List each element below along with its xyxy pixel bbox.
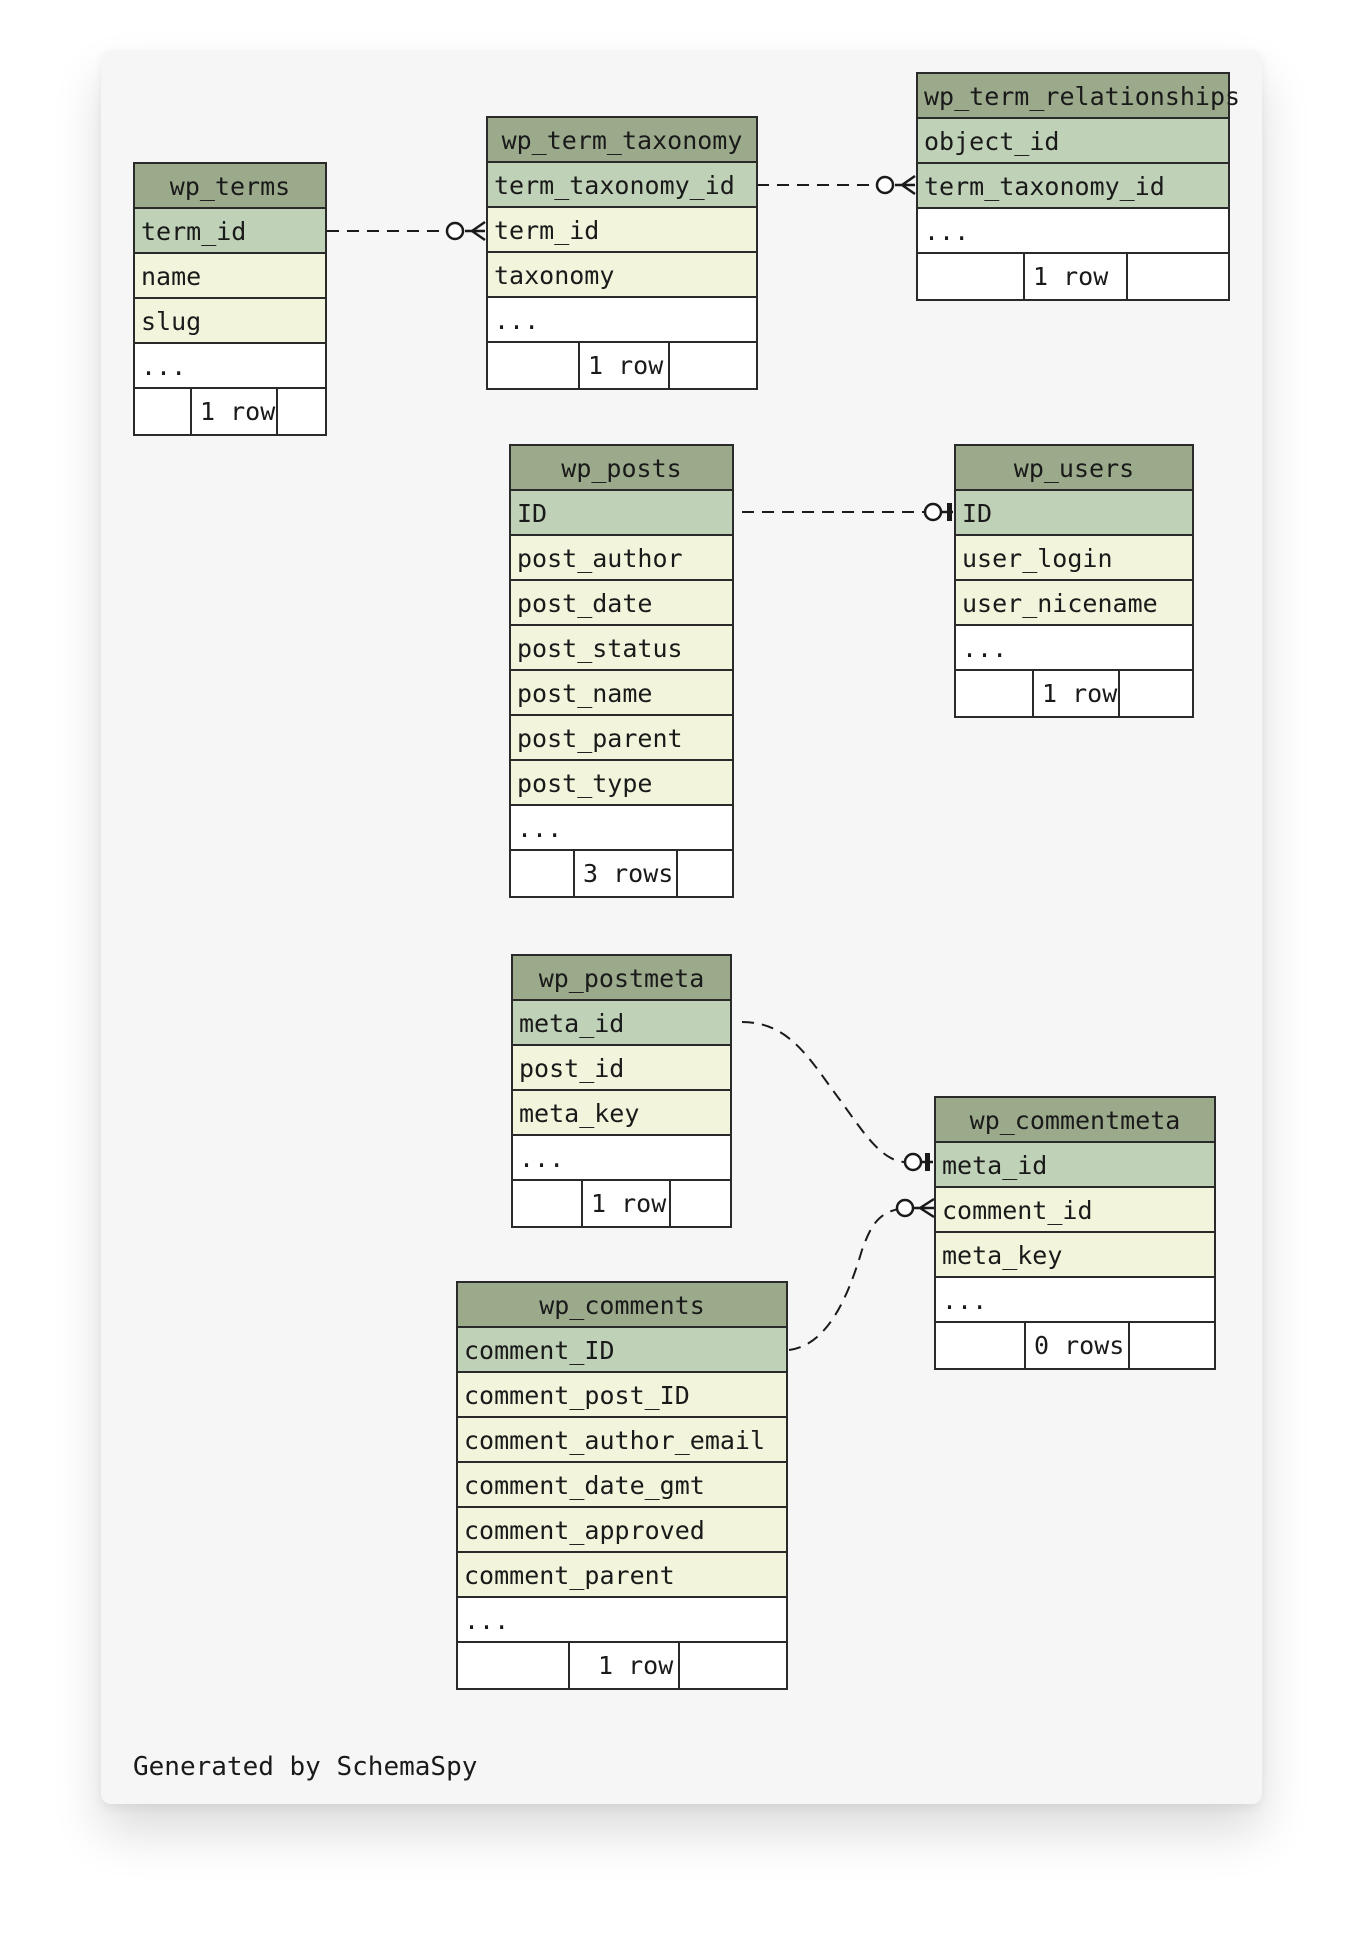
row-count: 1 row — [1032, 671, 1120, 716]
column: user_login — [956, 536, 1192, 581]
row-count: 3 rows — [573, 851, 678, 896]
row-count: 1 row — [190, 389, 278, 434]
row-count: 1 row — [581, 1181, 671, 1226]
row-count: 1 row — [1023, 254, 1128, 299]
row-count-bar: 1 row — [458, 1643, 786, 1688]
column: post_parent — [511, 716, 732, 761]
column: post_status — [511, 626, 732, 671]
pk-column: meta_id — [936, 1143, 1214, 1188]
column: comment_date_gmt — [458, 1463, 786, 1508]
more-columns: ... — [936, 1278, 1214, 1323]
row-count: 0 rows — [1024, 1323, 1130, 1368]
table-title: wp_users — [956, 446, 1192, 491]
row-count-bar: 1 row — [135, 389, 325, 434]
table-wp-postmeta[interactable]: wp_postmeta meta_id post_id meta_key ...… — [511, 954, 732, 1228]
table-wp-posts[interactable]: wp_posts ID post_author post_date post_s… — [509, 444, 734, 898]
table-title: wp_posts — [511, 446, 732, 491]
row-count-bar: 1 row — [513, 1181, 730, 1226]
pk-column: term_taxonomy_id — [918, 164, 1228, 209]
row-count: 1 row — [578, 343, 670, 388]
column: taxonomy — [488, 253, 756, 298]
table-title: wp_terms — [135, 164, 325, 209]
table-title: wp_postmeta — [513, 956, 730, 1001]
table-wp-term-relationships[interactable]: wp_term_relationships object_id term_tax… — [916, 72, 1240, 301]
table-wp-commentmeta[interactable]: wp_commentmeta meta_id comment_id meta_k… — [934, 1096, 1216, 1370]
column: comment_id — [936, 1188, 1214, 1233]
more-columns: ... — [956, 626, 1192, 671]
pk-column: term_taxonomy_id — [488, 163, 756, 208]
pk-column: term_id — [135, 209, 325, 254]
row-count-bar: 0 rows — [936, 1323, 1214, 1368]
column: post_date — [511, 581, 732, 626]
pk-column: comment_ID — [458, 1328, 786, 1373]
column: name — [135, 254, 325, 299]
pk-column: meta_id — [513, 1001, 730, 1046]
more-columns: ... — [918, 209, 1228, 254]
row-count-bar: 1 row — [488, 343, 756, 388]
column: post_type — [511, 761, 732, 806]
generated-by-credit: Generated by SchemaSpy — [133, 1752, 478, 1782]
table-wp-users[interactable]: wp_users ID user_login user_nicename ...… — [954, 444, 1194, 718]
column: comment_approved — [458, 1508, 786, 1553]
table-wp-term-taxonomy[interactable]: wp_term_taxonomy term_taxonomy_id term_i… — [486, 116, 758, 390]
column: meta_key — [936, 1233, 1214, 1278]
more-columns: ... — [513, 1136, 730, 1181]
pk-column: ID — [511, 491, 732, 536]
more-columns: ... — [488, 298, 756, 343]
table-title: wp_term_taxonomy — [488, 118, 756, 163]
column: term_id — [488, 208, 756, 253]
more-columns: ... — [458, 1598, 786, 1643]
column: comment_parent — [458, 1553, 786, 1598]
row-count: 1 row — [568, 1643, 680, 1688]
column: comment_author_email — [458, 1418, 786, 1463]
table-title: wp_comments — [458, 1283, 786, 1328]
column: user_nicename — [956, 581, 1192, 626]
row-count-bar: 1 row — [918, 254, 1228, 299]
row-count-bar: 1 row — [956, 671, 1192, 716]
table-wp-comments[interactable]: wp_comments comment_ID comment_post_ID c… — [456, 1281, 788, 1690]
column: comment_post_ID — [458, 1373, 786, 1418]
column: post_name — [511, 671, 732, 716]
column: slug — [135, 299, 325, 344]
table-title: wp_commentmeta — [936, 1098, 1214, 1143]
more-columns: ... — [511, 806, 732, 851]
column: meta_key — [513, 1091, 730, 1136]
table-wp-terms[interactable]: wp_terms term_id name slug ... 1 row — [133, 162, 327, 436]
table-title: wp_term_relationships — [918, 74, 1240, 119]
more-columns: ... — [135, 344, 325, 389]
row-count-bar: 3 rows — [511, 851, 732, 896]
pk-column: ID — [956, 491, 1192, 536]
column: post_id — [513, 1046, 730, 1091]
column: post_author — [511, 536, 732, 581]
pk-column: object_id — [918, 119, 1228, 164]
